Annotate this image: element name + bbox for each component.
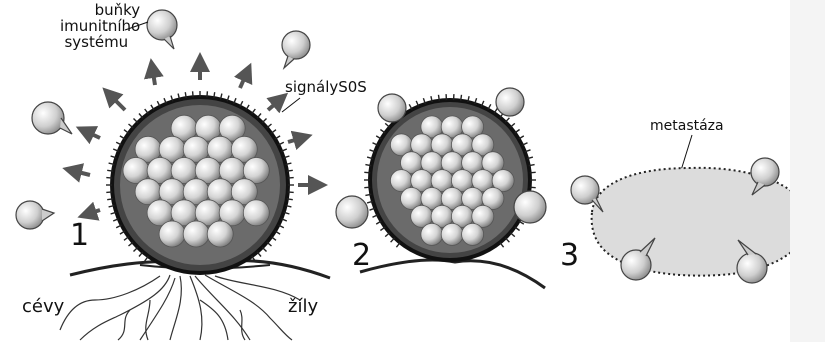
receptor-spike <box>288 178 294 179</box>
immune-cell <box>282 31 310 68</box>
receptor-spike <box>106 192 112 193</box>
label-immune-cells: buňky imunitního systému <box>60 2 140 50</box>
label-metastasis: metastáza <box>650 118 724 134</box>
panel-1-roots <box>60 275 300 340</box>
receptor-spike <box>107 199 113 200</box>
receptor-spike <box>287 170 293 171</box>
panel-number-3: 3 <box>560 238 579 273</box>
immune-cell <box>16 201 54 229</box>
receptor-spike <box>107 170 113 171</box>
panel-number-2: 2 <box>352 238 371 273</box>
receptor-spike <box>530 172 536 173</box>
receptor-spike <box>106 178 112 179</box>
receptor-spike <box>288 192 294 193</box>
label-sos-signals: signályS0S <box>285 78 367 96</box>
label-vessels: cévy <box>22 296 64 317</box>
tumor-cell <box>462 223 484 245</box>
immune-cell <box>336 196 368 228</box>
label-immune-cells-line-1: buňky <box>60 2 140 18</box>
receptor-spike <box>461 95 462 101</box>
page-edge-shading <box>790 0 825 342</box>
panel-number-1: 1 <box>70 218 89 253</box>
receptor-spike <box>185 92 186 98</box>
receptor-spike <box>439 95 440 101</box>
immune-cell <box>496 88 524 116</box>
receptor-spike <box>207 91 208 97</box>
tumor-cell <box>159 221 185 247</box>
receptor-spike <box>530 187 536 188</box>
panel-2-vessel <box>360 260 545 288</box>
receptor-spike <box>287 199 293 200</box>
tumor-cell <box>441 223 463 245</box>
immune-cell <box>32 102 72 134</box>
receptor-spike <box>364 187 370 188</box>
tumor-cell <box>183 221 209 247</box>
receptor-spike <box>193 91 194 97</box>
receptor-spike <box>214 92 215 98</box>
label-immune-cells-line-3: systému <box>60 34 140 50</box>
immune-cell <box>378 94 406 122</box>
immune-cell <box>147 10 177 49</box>
immune-cell <box>571 176 603 212</box>
immune-cell <box>514 191 546 223</box>
label-veins: žíly <box>288 296 318 317</box>
tumor-cell <box>421 223 443 245</box>
tumor-cell <box>243 200 269 226</box>
tumor-cell <box>207 221 233 247</box>
label-immune-cells-line-2: imunitního <box>60 18 140 34</box>
receptor-spike <box>364 172 370 173</box>
